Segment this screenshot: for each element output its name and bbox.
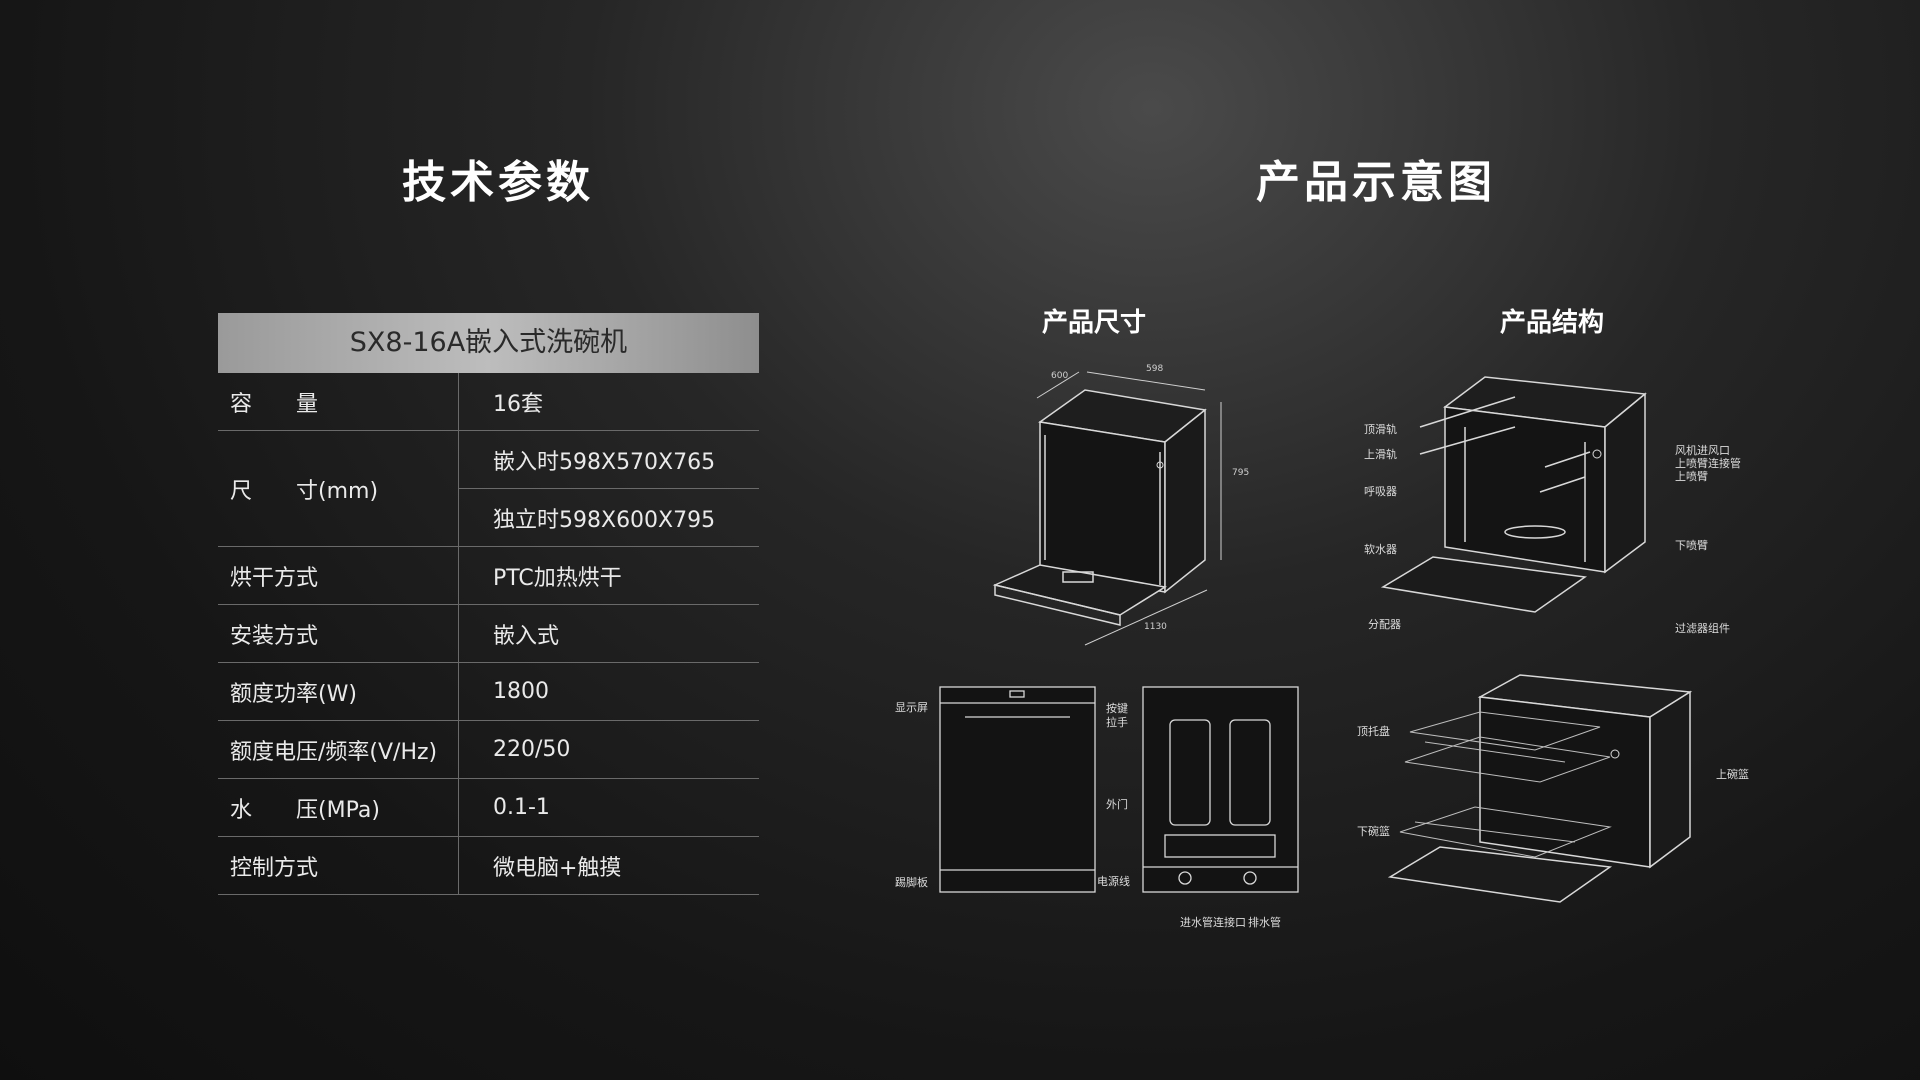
structure-drawing xyxy=(1375,372,1655,622)
table-row: 烘干方式 PTC加热烘干 xyxy=(218,546,759,605)
display-label: 显示屏 xyxy=(895,701,928,714)
dimension-drawing xyxy=(975,360,1250,650)
table-row: 尺 寸(mm) 嵌入时598X570X765 xyxy=(218,430,759,547)
structure-outline xyxy=(1380,376,1647,613)
power-cord-label: 电源线 xyxy=(1097,875,1130,888)
table-row: 安装方式 嵌入式 xyxy=(218,604,759,663)
width-label: 598 xyxy=(1146,364,1164,374)
filter-label: 过滤器组件 xyxy=(1675,622,1730,635)
fan-inlet-label: 风机进风口 xyxy=(1675,444,1730,457)
row-label: 烘干方式 xyxy=(218,546,459,605)
lower-basket-label: 下碗篮 xyxy=(1357,825,1390,838)
row-value: 嵌入时598X570X765 xyxy=(458,430,759,489)
inlet-label: 进水管连接口 xyxy=(1180,916,1246,929)
breather-label: 呼吸器 xyxy=(1364,485,1397,498)
height-label: 795 xyxy=(1232,468,1250,478)
drain-label: 排水管 xyxy=(1248,916,1281,929)
upper-arm-pipe-label: 上喷臂连接管 xyxy=(1675,457,1741,470)
row-label: 额度电压/频率(V/Hz) xyxy=(218,720,459,779)
button-label: 按键 xyxy=(1106,702,1128,715)
depth-label: 600 xyxy=(1051,371,1069,381)
baskets-outline xyxy=(1387,674,1693,903)
row-label: 尺 寸(mm) xyxy=(218,430,459,547)
kick-plate-label: 踢脚板 xyxy=(895,876,928,889)
row-label: 安装方式 xyxy=(218,604,459,663)
row-label: 水 压(MPa) xyxy=(218,778,459,837)
row-label: 额度功率(W) xyxy=(218,662,459,721)
baskets-drawing xyxy=(1385,672,1695,917)
top-tray-label: 顶托盘 xyxy=(1357,725,1390,738)
structure-heading: 产品结构 xyxy=(1500,308,1605,338)
row-label: 容 量 xyxy=(218,373,459,431)
table-row: 容 量 16套 xyxy=(218,373,759,431)
row-value: 独立时598X600X795 xyxy=(458,488,759,547)
upper-arm-label: 上喷臂 xyxy=(1675,470,1708,483)
front-back-outline xyxy=(939,686,1299,893)
top-rail-label: 顶滑轨 xyxy=(1364,423,1397,436)
diagram-heading: 产品示意图 xyxy=(1256,157,1496,208)
dishwasher-iso-outline xyxy=(992,371,1222,646)
spec-table: SX8-16A嵌入式洗碗机 容 量 16套 尺 寸(mm) 嵌入时598X570… xyxy=(218,313,759,895)
dimensions-heading: 产品尺寸 xyxy=(1042,308,1147,338)
row-value: 1800 xyxy=(458,662,759,721)
lower-arm-label: 下喷臂 xyxy=(1675,539,1708,552)
row-value: 16套 xyxy=(458,373,759,431)
spec-rows: 容 量 16套 尺 寸(mm) 嵌入时598X570X765 独立时598X60… xyxy=(218,373,759,895)
row-value: 0.1-1 xyxy=(458,778,759,837)
table-row: 独立时598X600X795 xyxy=(218,488,759,547)
row-value: 220/50 xyxy=(458,720,759,779)
outer-door-label: 外门 xyxy=(1106,798,1128,811)
table-row: 额度功率(W) 1800 xyxy=(218,662,759,721)
row-value: 微电脑+触摸 xyxy=(458,836,759,895)
table-row: 水 压(MPa) 0.1-1 xyxy=(218,778,759,837)
handle-label: 拉手 xyxy=(1106,716,1128,729)
softener-label: 软水器 xyxy=(1364,543,1397,556)
front-back-drawing xyxy=(935,685,1305,895)
table-row: 额度电压/频率(V/Hz) 220/50 xyxy=(218,720,759,779)
upper-rail-label: 上滑轨 xyxy=(1364,448,1397,461)
upper-basket-label: 上碗篮 xyxy=(1716,768,1749,781)
dispenser-label: 分配器 xyxy=(1368,618,1401,631)
row-label: 控制方式 xyxy=(218,836,459,895)
row-value: 嵌入式 xyxy=(458,604,759,663)
specs-heading: 技术参数 xyxy=(402,157,594,208)
open-depth-label: 1130 xyxy=(1144,622,1167,632)
table-row: 控制方式 微电脑+触摸 xyxy=(218,836,759,895)
row-value: PTC加热烘干 xyxy=(458,546,759,605)
table-title: SX8-16A嵌入式洗碗机 xyxy=(218,313,759,373)
